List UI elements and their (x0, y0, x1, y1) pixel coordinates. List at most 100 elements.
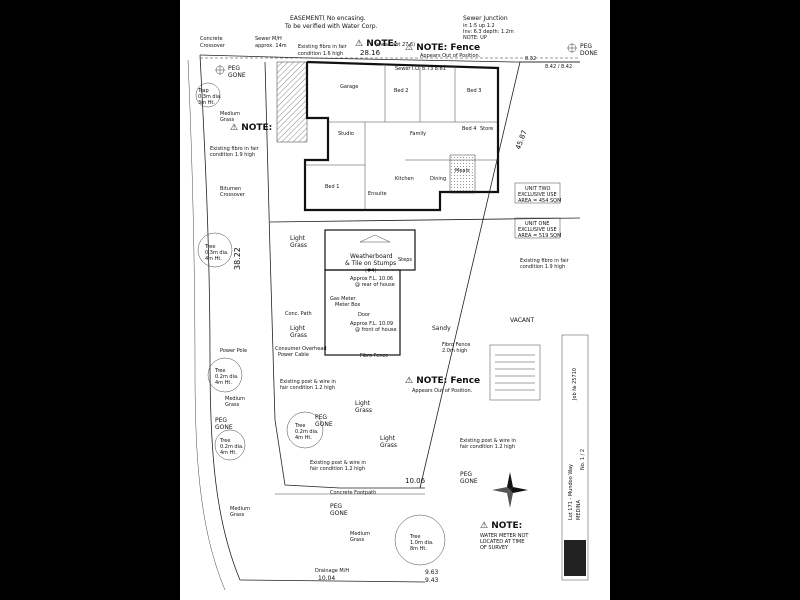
dim-10-04: 10.04 (318, 575, 335, 582)
house-roof-symbol (359, 234, 391, 243)
svg-text:GONE: GONE (330, 510, 348, 517)
note-water-3: OF SURVEY (480, 545, 509, 551)
road-edge (187, 59, 226, 591)
weatherboard-2: & Tile on Stumps (345, 260, 396, 267)
svg-text:4m Ht.: 4m Ht. (205, 256, 222, 262)
room-family: Family (410, 131, 426, 137)
light-grass-1b: Grass (290, 242, 307, 249)
light-grass-1: Light (290, 235, 306, 242)
right-diagonal-boundary (419, 61, 521, 489)
existing-post-right-2: fair condition 1.2 high (460, 444, 515, 450)
title-job: Job № 25710 (572, 368, 578, 401)
sewer-mh: Sewer M/H (255, 36, 282, 42)
weatherboard-3: (#4) (365, 268, 376, 274)
bitumen-2: Crossover (220, 192, 246, 198)
svg-text:0.2m dia.: 0.2m dia. (295, 429, 319, 435)
existing-post-left: Existing post & wire in (280, 379, 336, 385)
room-bed4: Bed 4 (462, 126, 476, 132)
svg-text:Tree: Tree (219, 438, 230, 444)
unit-two-2: EXCLUSIVE USE (518, 192, 557, 198)
existing-post-right: Existing post & wire in (460, 438, 516, 444)
front-house-lower (324, 269, 401, 356)
existing-fibro-left-2: condition 1.9 high (210, 152, 255, 158)
gas-meter: Gas Meter (330, 296, 357, 302)
unit-boundary-left (264, 61, 425, 489)
light-grass-4: Light (380, 435, 396, 442)
power-pole: Power Pole (220, 348, 247, 354)
unit-one-3: AREA = 519 SQM (518, 233, 561, 239)
approx-fl-2b: @ front of house (355, 327, 397, 333)
title-logo (564, 540, 586, 576)
svg-text:PEG: PEG (228, 65, 240, 72)
sewer-junction-4: NOTE: UP (463, 35, 487, 41)
room-meals: Meals (455, 168, 470, 174)
unit-one-2: EXCLUSIVE USE (518, 227, 557, 233)
consumer-overhead-2: Power Cable (278, 352, 309, 358)
weatherboard: Weatherboard (350, 253, 393, 260)
svg-text:Tree: Tree (409, 534, 420, 540)
svg-text:4m Ht.: 4m Ht. (220, 450, 237, 456)
svg-text:PEG: PEG (315, 414, 327, 421)
concrete-crossover-top-2: Crossover (200, 43, 226, 49)
unit-two: UNIT TWO (525, 186, 551, 192)
medium-grass-1b: Grass (220, 117, 235, 123)
room-bed2: Bed 2 (394, 88, 408, 94)
vacant: VACANT (510, 317, 535, 324)
concrete-crossover-top: Concrete (200, 36, 223, 42)
medium-grass-1: Medium (220, 111, 240, 117)
alfresco-pattern (449, 154, 476, 194)
svg-text:GONE: GONE (460, 478, 478, 485)
medium-grass-4b: Grass (350, 537, 365, 543)
tree-canopy-1 (195, 82, 221, 108)
legend-box (489, 344, 541, 401)
left-road-boundary (199, 54, 241, 581)
note2: ⚠ NOTE: Fence (405, 43, 480, 53)
fibro-fence-label-2: 2.0m high (442, 348, 467, 354)
svg-text:Tree: Tree (214, 368, 225, 374)
note-mid: ⚠ NOTE: Fence (405, 376, 480, 386)
sewer-junction-3: Inv: 6.3 depth: 1.2m (463, 29, 514, 35)
dim-9-43: 9.43 (425, 577, 439, 584)
north-arrow (492, 472, 528, 508)
conc-path: Conc. Path (285, 311, 312, 317)
note-left: ⚠ NOTE: (230, 123, 272, 133)
fibro-fence-label: Fibro Fence (442, 342, 470, 348)
light-grass-2: Light (290, 325, 306, 332)
light-grass-3: Light (355, 400, 371, 407)
svg-text:4m Ht.: 4m Ht. (215, 380, 232, 386)
trap-tree-3: 3m Ht. (198, 100, 215, 106)
unit-two-3: AREA = 454 SQM (518, 198, 561, 204)
light-grass-4b: Grass (380, 442, 397, 449)
medium-grass-3: Medium (230, 506, 250, 512)
svg-text:GONE: GONE (315, 421, 333, 428)
room-bed3: Bed 3 (467, 88, 481, 94)
dim-8-32: 8.32 (525, 56, 536, 62)
unit-one-box (514, 217, 561, 239)
existing-post-bottom-2: fair condition 1.2 high (310, 466, 365, 472)
room-ensuite: Ensuite (368, 191, 387, 197)
dim-38-22: 38.22 (233, 247, 242, 270)
existing-post-left-2: fair condition 1.2 high (280, 385, 335, 391)
note1-sub: (meas abt 27.6) (375, 42, 415, 48)
existing-fibro-right-2: condition 1.9 high (520, 264, 565, 270)
light-grass-2b: Grass (290, 332, 307, 339)
top-boundary (199, 54, 580, 63)
light-grass-3b: Grass (355, 407, 372, 414)
consumer-overhead: Consumer Overhead (275, 346, 327, 352)
room-store: Store (480, 126, 493, 132)
approx-fl-1b: @ rear of house (355, 282, 395, 288)
unit-two-box (514, 182, 561, 204)
survey-sheet: EASEMENT( No encasing. To be verified wi… (180, 0, 610, 600)
title-lot: Lot 171 - Mundoo Way (568, 464, 574, 520)
medium-grass-2b: Grass (225, 402, 240, 408)
unit-one: UNIT ONE (525, 221, 549, 227)
existing-fibro-top: Existing fibro in fair (298, 44, 348, 50)
title-sheet: No. 1 / 2 (580, 449, 586, 470)
existing-fibro-right: Existing fibro in fair (520, 258, 570, 264)
bitumen: Bitumen (220, 186, 241, 192)
svg-text:GONE: GONE (215, 424, 233, 431)
title-block (561, 334, 589, 581)
